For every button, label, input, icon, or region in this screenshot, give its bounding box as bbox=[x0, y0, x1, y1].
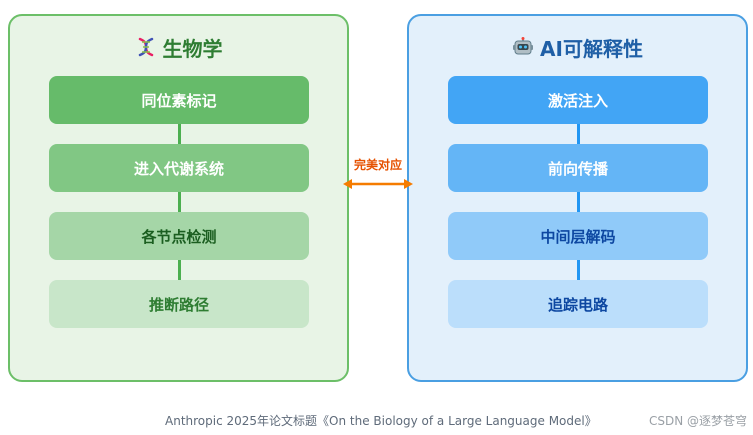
bio-step-isotope-labeling: 同位素标记 bbox=[49, 76, 309, 124]
ai-step-trace-circuit: 追踪电路 bbox=[448, 280, 708, 328]
bio-connector bbox=[178, 260, 181, 280]
bio-step-enter-metabolism: 进入代谢系统 bbox=[49, 144, 309, 192]
ai-connector bbox=[577, 260, 580, 280]
robot-icon bbox=[513, 37, 534, 55]
correspondence-label: 完美对应 bbox=[353, 158, 402, 172]
figure-caption: Anthropic 2025年论文标题《On the Biology of a … bbox=[165, 414, 597, 428]
biology-title-text: 生物学 bbox=[162, 36, 223, 61]
bio-connector bbox=[178, 192, 181, 212]
double-arrow-icon bbox=[343, 179, 413, 189]
ai-step-layer-decoding: 中间层解码 bbox=[448, 212, 708, 260]
ai-title: AI可解释性 bbox=[409, 31, 746, 63]
ai-step-forward-pass: 前向传播 bbox=[448, 144, 708, 192]
ai-panel: AI可解释性 激活注入 前向传播 中间层解码 追踪电路 bbox=[407, 14, 748, 382]
ai-title-text: AI可解释性 bbox=[540, 36, 643, 61]
watermark: CSDN @逐梦苍穹 bbox=[648, 414, 747, 428]
dna-icon bbox=[138, 37, 153, 57]
bio-step-node-detection: 各节点检测 bbox=[49, 212, 309, 260]
ai-connector bbox=[577, 192, 580, 212]
bio-step-infer-pathway: 推断路径 bbox=[49, 280, 309, 328]
ai-connector bbox=[577, 124, 580, 144]
ai-step-activation-injection: 激活注入 bbox=[448, 76, 708, 124]
biology-panel: 生物学 同位素标记 进入代谢系统 各节点检测 推断路径 bbox=[8, 14, 349, 382]
biology-title: 生物学 bbox=[10, 31, 347, 63]
bio-connector bbox=[178, 124, 181, 144]
